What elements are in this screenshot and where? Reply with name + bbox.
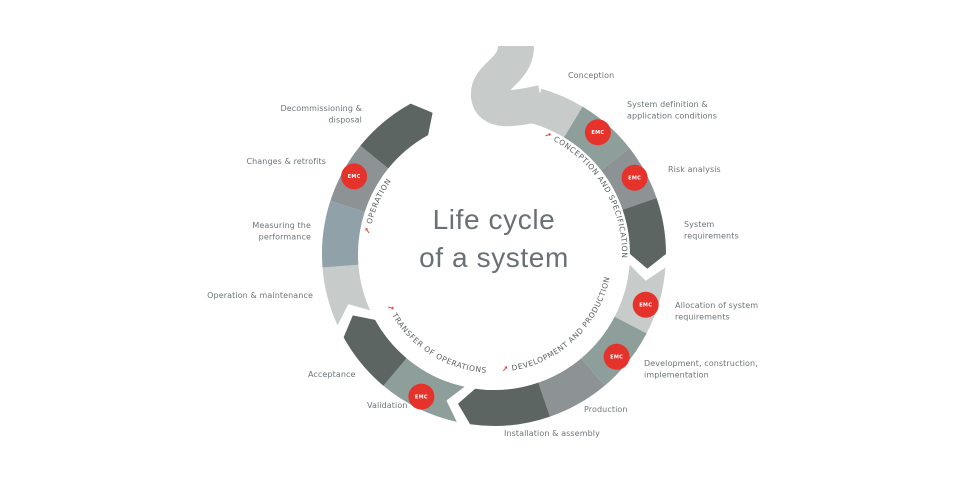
segment-label-acceptance: Acceptance xyxy=(308,370,356,379)
segment-label-line: Installation & assembly xyxy=(504,429,600,438)
segment-label-line: Decommissioning & xyxy=(280,104,362,113)
emc-badge-circle xyxy=(584,119,611,146)
emc-badge-circle xyxy=(621,164,648,191)
segment-label-line: Changes & retrofits xyxy=(246,157,326,166)
segment-label-line: requirements xyxy=(675,313,730,322)
group-label-arrow-icon: ↗ xyxy=(363,223,374,235)
segment-label-risk-analysis: Risk analysis xyxy=(668,165,721,174)
segment-label-line: implementation xyxy=(644,371,709,380)
cycle-entry-swoosh xyxy=(471,43,546,127)
segment-label-line: application conditions xyxy=(627,112,717,121)
emc-badge-label: EMC xyxy=(639,303,652,309)
segment-label-line: Validation xyxy=(367,401,408,410)
segment-label-line: System definition & xyxy=(627,100,708,109)
segment-label-system-definition: System definition & application condition… xyxy=(627,100,717,121)
emc-badge-label: EMC xyxy=(610,355,623,361)
segment-label-line: performance xyxy=(259,233,311,242)
emc-badge: EMC xyxy=(621,164,648,191)
segment-conception xyxy=(531,88,583,138)
segment-label-installation: Installation & assembly xyxy=(504,429,600,438)
emc-badge: EMC xyxy=(584,119,611,146)
segment-label-line: Allocation of system xyxy=(675,301,758,310)
emc-badge: EMC xyxy=(408,383,435,410)
emc-badge-label: EMC xyxy=(348,174,361,180)
group-label-arrow-icon: ↗ xyxy=(385,303,398,316)
segment-label-validation: Validation xyxy=(367,401,408,410)
emc-badge-circle xyxy=(603,343,630,370)
segment-label-development: Development, construction, implementation xyxy=(644,359,758,380)
emc-badge-circle xyxy=(632,291,659,318)
emc-badge-label: EMC xyxy=(591,130,604,136)
segment-system-requirements xyxy=(622,198,666,269)
diagram-title-line2: of a system xyxy=(419,242,569,273)
segment-label-line: Production xyxy=(584,405,628,414)
group-label-arrow-icon: ↗ xyxy=(543,130,556,142)
emc-badge-circle xyxy=(408,383,435,410)
diagram-title: Life cycle of a system xyxy=(419,201,569,277)
segment-label-line: Conception xyxy=(568,71,614,80)
segment-label-allocation: Allocation of system requirements xyxy=(675,301,758,322)
segment-label-line: requirements xyxy=(684,232,739,241)
segment-label-production: Production xyxy=(584,405,628,414)
emc-badge-label: EMC xyxy=(415,394,428,400)
segment-label-line: Measuring the xyxy=(252,221,311,230)
segment-label-changes-retrofits: Changes & retrofits xyxy=(246,157,326,166)
group-label-arrow-icon: ↗ xyxy=(501,364,512,374)
emc-badge: EMC xyxy=(341,163,368,190)
segment-label-measuring-performance: Measuring the performance xyxy=(252,221,311,242)
segment-label-system-requirements: System requirements xyxy=(684,220,739,241)
segment-operation-maintenance xyxy=(322,264,371,326)
segment-decommissioning xyxy=(360,103,433,169)
segment-measuring-performance xyxy=(321,200,365,268)
segment-production xyxy=(538,358,605,417)
emc-badge-label: EMC xyxy=(628,176,641,182)
emc-badge-circle xyxy=(341,163,368,190)
segment-label-decommissioning: Decommissioning & disposal xyxy=(280,104,362,125)
segment-label-line: Risk analysis xyxy=(668,165,721,174)
segment-label-line: Operation & maintenance xyxy=(207,291,313,300)
segment-label-line: Development, construction, xyxy=(644,359,758,368)
emc-badge: EMC xyxy=(632,291,659,318)
segment-label-line: Acceptance xyxy=(308,370,356,379)
segment-label-line: System xyxy=(684,220,715,229)
segment-label-operation-maintenance: Operation & maintenance xyxy=(207,291,313,300)
segment-label-line: disposal xyxy=(328,116,362,125)
emc-badge: EMC xyxy=(603,343,630,370)
segment-acceptance xyxy=(343,315,407,386)
diagram-title-line1: Life cycle xyxy=(432,204,556,235)
segment-installation xyxy=(458,382,550,426)
segment-label-conception: Conception xyxy=(568,71,614,80)
